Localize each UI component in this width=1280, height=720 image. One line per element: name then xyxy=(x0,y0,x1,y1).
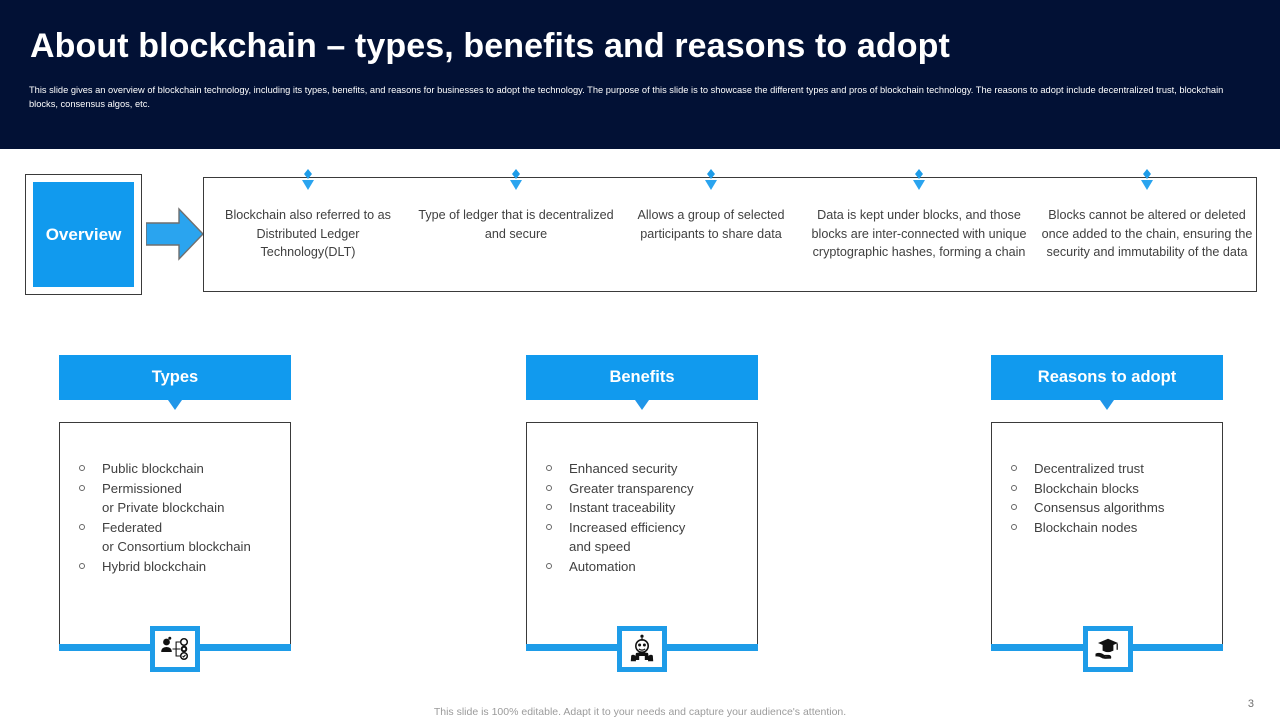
overview-item-text: Blocks cannot be altered or deleted once… xyxy=(1041,208,1253,259)
diamond-caret-icon xyxy=(300,169,316,191)
page-subtitle: This slide gives an overview of blockcha… xyxy=(29,85,1224,109)
caret-down-icon xyxy=(635,400,649,410)
overview-item-text: Blockchain also referred to as Distribut… xyxy=(225,208,391,259)
list-item: Increased efficiency and speed xyxy=(544,518,749,557)
list-item-label: Decentralized trust xyxy=(1034,461,1144,476)
list-item: Federated or Consortium blockchain xyxy=(77,518,282,557)
list-item-label: Hybrid blockchain xyxy=(102,558,207,574)
list-item: Instant traceability xyxy=(544,498,749,518)
list-item-label: Increased efficiency and speed xyxy=(569,519,686,555)
diamond-caret-icon xyxy=(703,169,719,191)
list-item-label: Permissioned or Private blockchain xyxy=(102,480,225,516)
footer-note: This slide is 100% editable. Adapt it to… xyxy=(433,706,847,718)
circle-bullet-icon xyxy=(546,465,552,471)
network-people-icon xyxy=(150,626,200,672)
circle-bullet-icon xyxy=(79,465,85,471)
reasons-list: Decentralized trust Blockchain blocks Co… xyxy=(1009,459,1214,537)
column-body-reasons: Decentralized trust Blockchain blocks Co… xyxy=(991,422,1223,650)
list-item: Greater transparency xyxy=(544,479,749,499)
list-item: Permissioned or Private blockchain xyxy=(77,479,282,518)
overview-item-5: Blocks cannot be altered or deleted once… xyxy=(1036,169,1258,293)
list-item-label: Public blockchain xyxy=(102,461,204,476)
column-header-reasons[interactable]: Reasons to adopt xyxy=(991,355,1223,400)
benefits-list: Enhanced security Greater transparency I… xyxy=(544,459,749,576)
column-title: Reasons to adopt xyxy=(1037,368,1177,386)
list-item: Consensus algorithms xyxy=(1009,498,1214,518)
overview-badge-label: Overview xyxy=(45,224,122,244)
overview-item-text: Type of ledger that is decentralized and… xyxy=(418,208,614,241)
diamond-caret-icon xyxy=(1139,169,1155,191)
list-item: Automation xyxy=(544,557,749,577)
diamond-caret-icon xyxy=(911,169,927,191)
page-title: About blockchain – types, benefits and r… xyxy=(30,27,950,65)
robot-icon xyxy=(617,626,667,672)
circle-bullet-icon xyxy=(546,484,552,491)
column-header-benefits[interactable]: Benefits xyxy=(526,355,758,400)
list-item-label: Automation xyxy=(569,558,636,574)
list-item-label: Blockchain blocks xyxy=(1034,480,1139,496)
list-item: Hybrid blockchain xyxy=(77,557,282,577)
page-number: 3 xyxy=(1247,698,1254,710)
list-item-label: Greater transparency xyxy=(569,480,694,496)
overview-item-text: Allows a group of selected participants … xyxy=(637,208,785,241)
overview-badge: Overview xyxy=(25,174,142,295)
circle-bullet-icon xyxy=(546,523,552,530)
list-item: Blockchain nodes xyxy=(1009,518,1214,538)
slide-header: About blockchain – types, benefits and r… xyxy=(0,0,1280,149)
circle-bullet-icon xyxy=(1011,504,1017,510)
list-item-label: Federated or Consortium blockchain xyxy=(102,519,251,555)
caret-down-icon xyxy=(1100,400,1114,410)
column-title: Types xyxy=(151,368,199,386)
list-item: Decentralized trust xyxy=(1009,459,1214,479)
list-item-label: Instant traceability xyxy=(569,500,676,515)
overview-item-3: Allows a group of selected participants … xyxy=(620,169,802,293)
overview-item-1: Blockchain also referred to as Distribut… xyxy=(204,169,412,293)
list-item: Enhanced security xyxy=(544,459,749,479)
overview-item-4: Data is kept under blocks, and those blo… xyxy=(802,169,1036,293)
hand-holding-graduation-cap-icon xyxy=(1083,626,1133,672)
circle-bullet-icon xyxy=(1011,465,1017,471)
circle-bullet-icon xyxy=(79,562,85,569)
column-title: Benefits xyxy=(609,368,675,386)
types-list: Public blockchain Permissioned or Privat… xyxy=(77,459,282,576)
column-body-benefits: Enhanced security Greater transparency I… xyxy=(526,422,758,650)
list-item-label: Consensus algorithms xyxy=(1034,500,1165,515)
circle-bullet-icon xyxy=(546,504,552,510)
circle-bullet-icon xyxy=(1011,484,1017,491)
overview-panel: Blockchain also referred to as Distribut… xyxy=(203,169,1258,293)
list-item: Blockchain blocks xyxy=(1009,479,1214,499)
overview-item-text: Data is kept under blocks, and those blo… xyxy=(811,208,1027,259)
column-header-types[interactable]: Types xyxy=(59,355,291,400)
caret-down-icon xyxy=(168,400,182,410)
list-item: Public blockchain xyxy=(77,459,282,479)
circle-bullet-icon xyxy=(546,562,552,569)
list-item-label: Blockchain nodes xyxy=(1034,519,1138,535)
column-body-types: Public blockchain Permissioned or Privat… xyxy=(59,422,291,650)
right-arrow-icon xyxy=(145,203,204,265)
circle-bullet-icon xyxy=(79,484,85,491)
diamond-caret-icon xyxy=(508,169,524,191)
circle-bullet-icon xyxy=(79,523,85,530)
overview-item-2: Type of ledger that is decentralized and… xyxy=(412,169,620,293)
list-item-label: Enhanced security xyxy=(569,461,678,476)
circle-bullet-icon xyxy=(1011,523,1017,530)
overview-badge-fill: Overview xyxy=(33,182,134,287)
